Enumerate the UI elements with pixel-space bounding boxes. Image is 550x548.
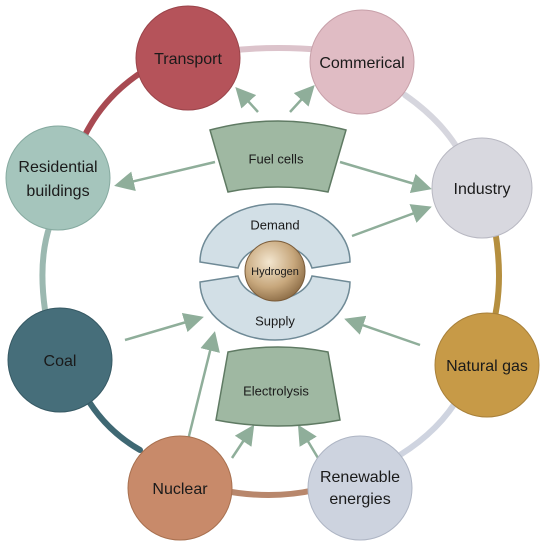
arrow-nuclear-supply	[186, 331, 220, 441]
demand-label: Demand	[250, 217, 299, 232]
arrow-nuclear-electrolysis	[230, 424, 255, 459]
node-commercial: Commerical	[309, 9, 415, 115]
hydrogen-hub: Hydrogen	[244, 240, 306, 302]
hydrogen-label: Hydrogen	[251, 266, 299, 278]
arrow-fuelcells-commercial	[289, 85, 315, 113]
node-transport: Transport	[135, 5, 241, 111]
electrolysis-block: Electrolysis	[215, 346, 341, 427]
arrow-coal-supply	[124, 312, 204, 342]
commercial-circle	[309, 9, 415, 115]
coal-circle	[7, 307, 113, 413]
arrow-renewable-electrolysis	[297, 424, 320, 459]
fuel-cells-block: Fuel cells	[209, 120, 347, 193]
ring-segment-coal-residential	[39, 222, 53, 313]
commercial-label: Commerical	[319, 55, 404, 72]
residential-label-line1: Residential	[18, 159, 97, 176]
renewable-label-line2: energies	[329, 491, 390, 508]
node-natural-gas: Natural gas	[434, 312, 540, 418]
supply-label: Supply	[255, 313, 295, 328]
industry-circle	[431, 137, 533, 239]
residential-label-line2: buildings	[26, 183, 89, 200]
arrow-fuelcells-transport	[235, 87, 259, 113]
demand-block: Demand	[199, 203, 351, 269]
industry-label: Industry	[454, 181, 511, 198]
ring-segment-naturalgas-renewable	[397, 392, 463, 458]
node-renewable-energies: Renewable energies	[307, 435, 413, 541]
transport-label: Transport	[154, 51, 222, 68]
arrow-fuelcells-residential	[114, 160, 216, 192]
electrolysis-label: Electrolysis	[243, 383, 309, 398]
ring-segment-renewable-nuclear	[217, 487, 318, 498]
renewable-label-line1: Renewable	[320, 469, 400, 486]
fuel-cells-label: Fuel cells	[249, 151, 304, 166]
node-coal: Coal	[7, 307, 113, 413]
node-industry: Industry	[431, 137, 533, 239]
electrolysis-shape	[215, 346, 341, 427]
arrow-naturalgas-supply	[344, 315, 421, 347]
residential-circle	[5, 125, 111, 231]
ring-segment-residential-transport	[82, 67, 148, 138]
ring-segment-nuclear-coal	[82, 392, 143, 453]
nuclear-circle	[127, 435, 233, 541]
fuel-cells-shape	[209, 120, 347, 193]
node-residential-buildings: Residential buildings	[5, 125, 111, 231]
nuclear-label: Nuclear	[152, 481, 208, 498]
arrow-fuelcells-industry	[339, 160, 432, 194]
renewable-circle	[307, 435, 413, 541]
natural-gas-label: Natural gas	[446, 358, 528, 375]
flow-arrows	[114, 85, 432, 459]
natural-gas-circle	[434, 312, 540, 418]
arrow-demand-industry	[351, 204, 432, 238]
coal-label: Coal	[44, 353, 77, 370]
transport-circle	[135, 5, 241, 111]
node-nuclear: Nuclear	[127, 435, 233, 541]
hydrogen-circle	[244, 240, 306, 302]
